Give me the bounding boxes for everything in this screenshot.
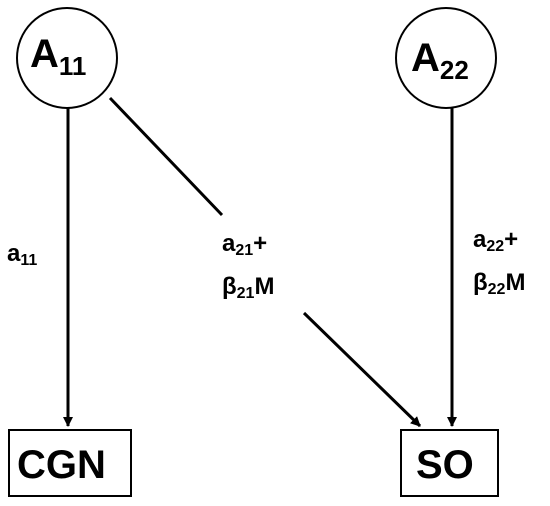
edge-a22-to-so-coef-sub: 22: [486, 238, 505, 255]
edge-a11-to-so-line1: a21+: [222, 226, 274, 269]
node-so-label: SO: [416, 445, 474, 485]
node-so-text: SO: [416, 443, 474, 487]
node-a22-circle: [395, 7, 497, 109]
edge-a11-to-so-plus: +: [253, 230, 268, 257]
edge-a11-to-so-line2: β21M: [222, 269, 274, 312]
node-a11-label: A11: [30, 34, 86, 79]
edge-a11-to-cgn-main: a: [7, 240, 21, 267]
node-cgn-box: [8, 429, 132, 497]
edge-a22-to-so-plus: +: [504, 226, 519, 253]
node-cgn-text: CGN: [17, 443, 106, 487]
edge-a11-to-so-coef-sub: 21: [235, 242, 254, 259]
edge-a11-to-so-label: a21+ β21M: [222, 226, 274, 312]
node-a11-main: A: [30, 32, 59, 76]
edge-a22-to-so-beta-sub: 22: [487, 281, 506, 298]
node-a22-sub: 22: [439, 55, 469, 85]
edge-a11-to-so-beta: β: [222, 273, 237, 300]
edge-a22-to-so-coef: a: [473, 226, 487, 253]
edge-a11-to-so-beta-sub: 21: [236, 285, 255, 302]
edge-a22-to-so-label: a22+ β22M: [473, 222, 525, 308]
edge-a22-to-so-beta: β: [473, 269, 488, 296]
edge-a11-to-so-line-lower: [302, 311, 422, 428]
node-a22-main: A: [411, 36, 440, 80]
node-so-box: [400, 429, 499, 497]
node-a11-sub: 11: [58, 51, 87, 81]
edge-a11-to-cgn-label: a11: [7, 236, 37, 279]
edge-a11-to-so-coef: a: [222, 230, 236, 257]
edge-a11-to-cgn-sub: 11: [20, 252, 38, 269]
node-cgn-label: CGN: [17, 445, 106, 485]
edge-a22-to-so-line1: a22+: [473, 222, 525, 265]
edge-a11-to-so-moderator: M: [254, 273, 275, 300]
node-a22-label: A22: [411, 38, 469, 83]
edge-a11-to-so-line-upper: [108, 96, 224, 217]
edge-a22-to-so-line2: β22M: [473, 265, 525, 308]
edge-a22-to-so-moderator: M: [505, 269, 526, 296]
